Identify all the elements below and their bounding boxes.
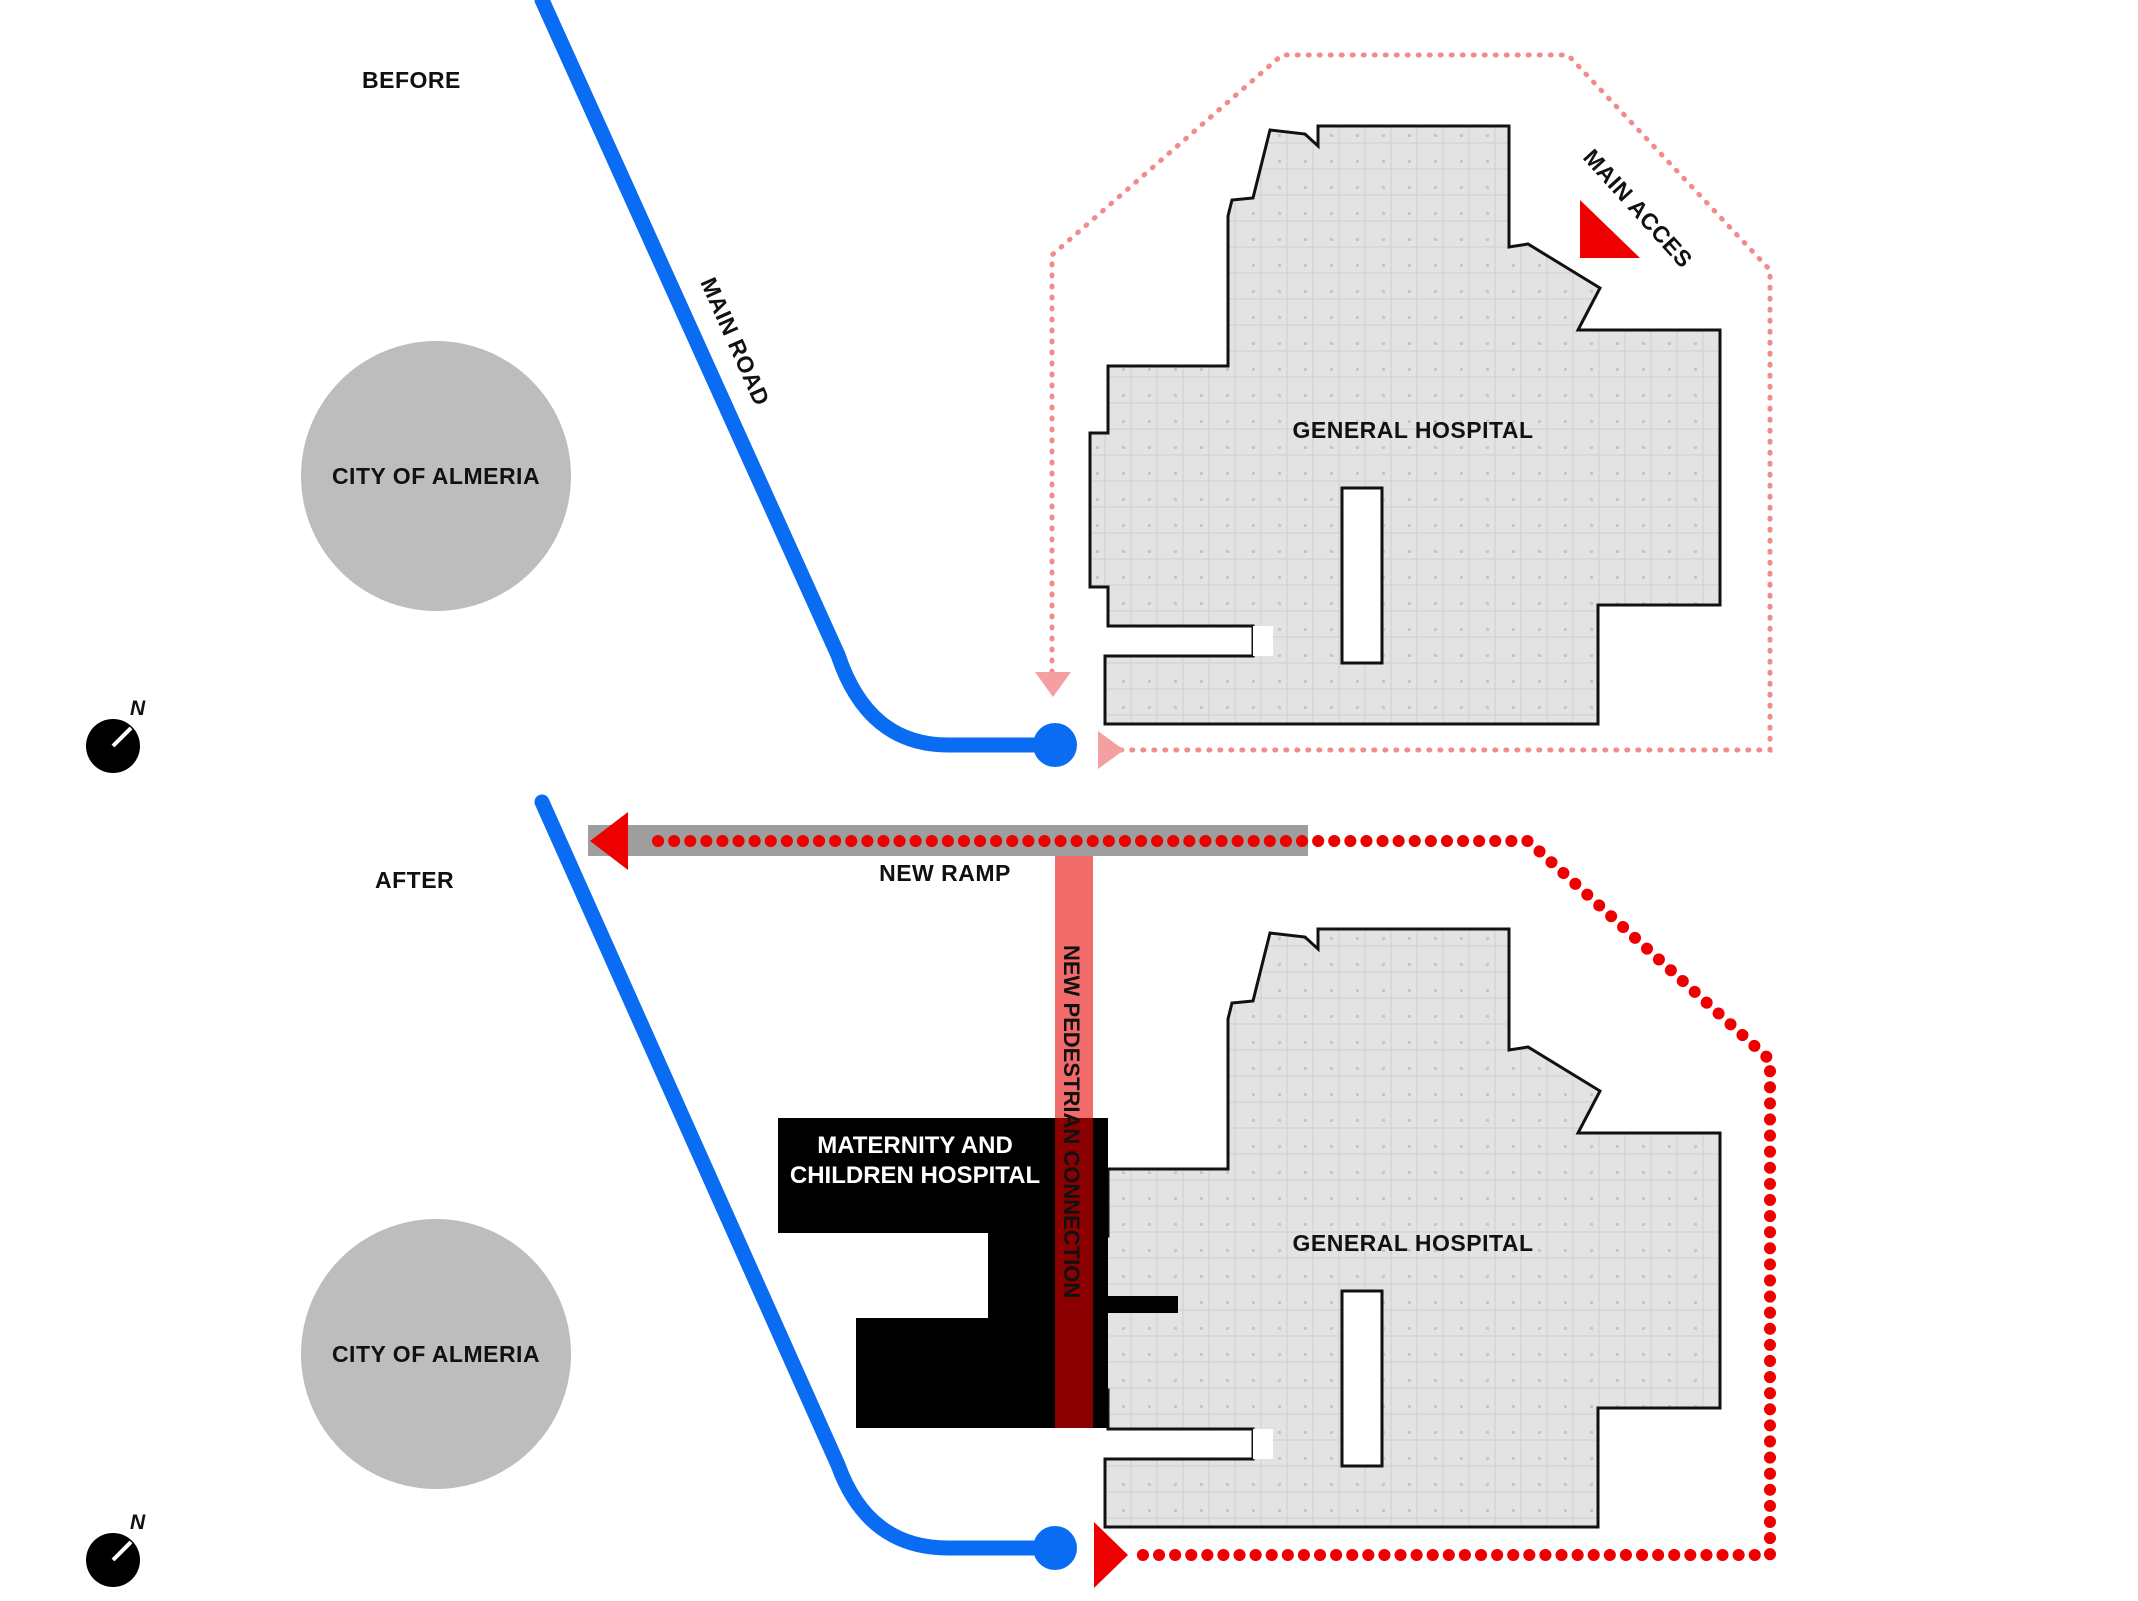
north-label: N <box>130 1511 146 1534</box>
access-route-before <box>1049 52 1773 753</box>
compass-north-icon: N <box>86 697 146 773</box>
main-road <box>534 0 1063 753</box>
ramp-arrow-left-icon <box>590 812 628 870</box>
maternity-label-line1: MATERNITY AND <box>817 1132 1013 1159</box>
general-hospital-label: GENERAL HOSPITAL <box>1293 1230 1534 1256</box>
north-label: N <box>130 697 146 720</box>
route-arrow-right-icon <box>1098 731 1124 769</box>
after-title: AFTER <box>375 867 454 893</box>
general-hospital-footprint <box>1088 927 1722 1529</box>
main-road <box>534 794 1063 1556</box>
city-label: CITY OF ALMERIA <box>332 1341 540 1367</box>
main-access-icon <box>1580 200 1640 258</box>
pedestrian-connection-overlap <box>1055 1118 1093 1428</box>
main-road-label: MAIN ROAD <box>695 273 775 409</box>
maternity-label-line2: CHILDREN HOSPITAL <box>790 1162 1040 1189</box>
route-arrow-down-icon <box>1035 672 1071 697</box>
before-title: BEFORE <box>362 67 461 93</box>
road-end-node <box>1033 1526 1077 1570</box>
access-route-after <box>652 835 1776 1561</box>
city-of-almeria-circle <box>301 341 571 611</box>
city-of-almeria-circle <box>301 1219 571 1489</box>
new-ramp-label: NEW RAMP <box>879 860 1011 886</box>
road-end-node <box>1033 723 1077 767</box>
city-label: CITY OF ALMERIA <box>332 463 540 489</box>
before-panel: BEFORE CITY OF ALMERIA MAIN ROAD GENERAL… <box>86 0 1773 773</box>
general-hospital-label: GENERAL HOSPITAL <box>1293 417 1534 443</box>
route-arrow-right-icon <box>1094 1522 1128 1588</box>
pedestrian-label: NEW PEDESTRIAN CONNECTION <box>1059 945 1084 1298</box>
compass-north-icon: N <box>86 1511 146 1587</box>
after-panel: AFTER CITY OF ALMERIA GENERAL HOSPITAL M… <box>86 794 1776 1588</box>
